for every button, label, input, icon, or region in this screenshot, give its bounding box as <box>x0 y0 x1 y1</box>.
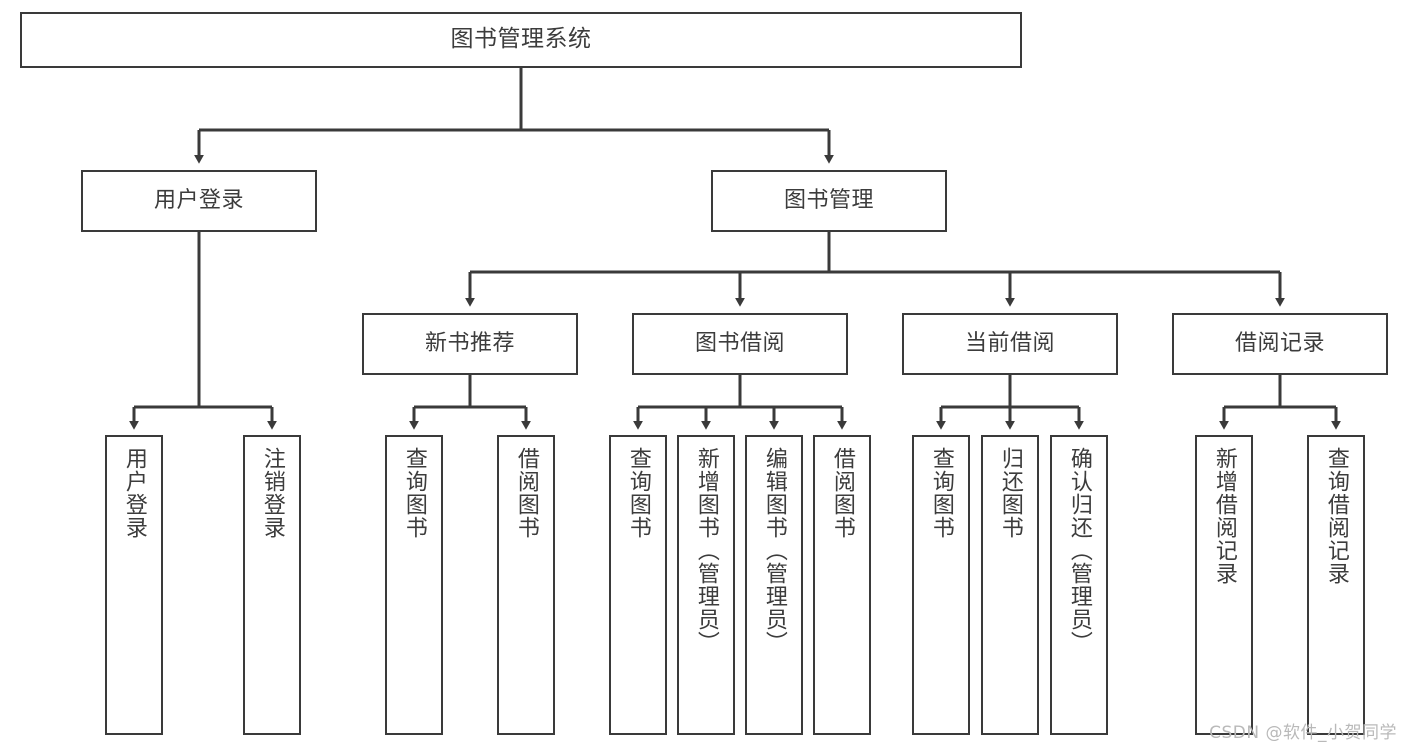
node-borrow-record[interactable]: 借阅记录 <box>1172 313 1388 375</box>
leaf-node[interactable]: 查询图书 <box>912 435 970 735</box>
node-label: 图书管理系统 <box>450 26 592 53</box>
leaf-node[interactable]: 编辑图书（管理员） <box>745 435 803 735</box>
leaf-node[interactable]: 归还图书 <box>981 435 1039 735</box>
leaf-node[interactable]: 查询借阅记录 <box>1307 435 1365 735</box>
node-new-book-recommend[interactable]: 新书推荐 <box>362 313 578 375</box>
node-label: 借阅图书 <box>829 447 855 539</box>
node-label: 当前借阅 <box>964 330 1055 356</box>
node-label: 图书借阅 <box>694 330 785 356</box>
node-label: 图书管理 <box>783 187 874 213</box>
leaf-node[interactable]: 借阅图书 <box>813 435 871 735</box>
node-label: 借阅图书 <box>513 447 539 539</box>
node-book-management[interactable]: 图书管理 <box>711 170 947 232</box>
node-label: 归还图书 <box>997 447 1023 539</box>
leaf-node[interactable]: 用户登录 <box>105 435 163 735</box>
node-label: 用户登录 <box>121 447 147 539</box>
node-root-system[interactable]: 图书管理系统 <box>20 12 1022 68</box>
node-user-login[interactable]: 用户登录 <box>81 170 317 232</box>
node-label: 借阅记录 <box>1234 330 1325 356</box>
node-label: 查询图书 <box>625 447 651 539</box>
leaf-node[interactable]: 确认归还（管理员） <box>1050 435 1108 735</box>
csdn-watermark: CSDN @软件_小贺同学 <box>1209 723 1397 743</box>
node-label: 查询图书 <box>401 447 427 539</box>
node-label: 新增图书（管理员） <box>693 447 719 654</box>
node-label: 用户登录 <box>153 187 244 213</box>
leaf-node[interactable]: 查询图书 <box>385 435 443 735</box>
node-label: 查询图书 <box>928 447 954 539</box>
node-book-borrow[interactable]: 图书借阅 <box>632 313 848 375</box>
node-label: 注销登录 <box>259 447 285 539</box>
leaf-node[interactable]: 注销登录 <box>243 435 301 735</box>
leaf-node[interactable]: 新增借阅记录 <box>1195 435 1253 735</box>
node-label: 新增借阅记录 <box>1211 447 1237 585</box>
node-current-borrow[interactable]: 当前借阅 <box>902 313 1118 375</box>
node-label: 确认归还（管理员） <box>1066 447 1092 654</box>
leaf-node[interactable]: 借阅图书 <box>497 435 555 735</box>
node-label: 查询借阅记录 <box>1323 447 1349 585</box>
leaf-node[interactable]: 查询图书 <box>609 435 667 735</box>
node-label: 新书推荐 <box>424 330 515 356</box>
leaf-node[interactable]: 新增图书（管理员） <box>677 435 735 735</box>
node-label: 编辑图书（管理员） <box>761 447 787 654</box>
